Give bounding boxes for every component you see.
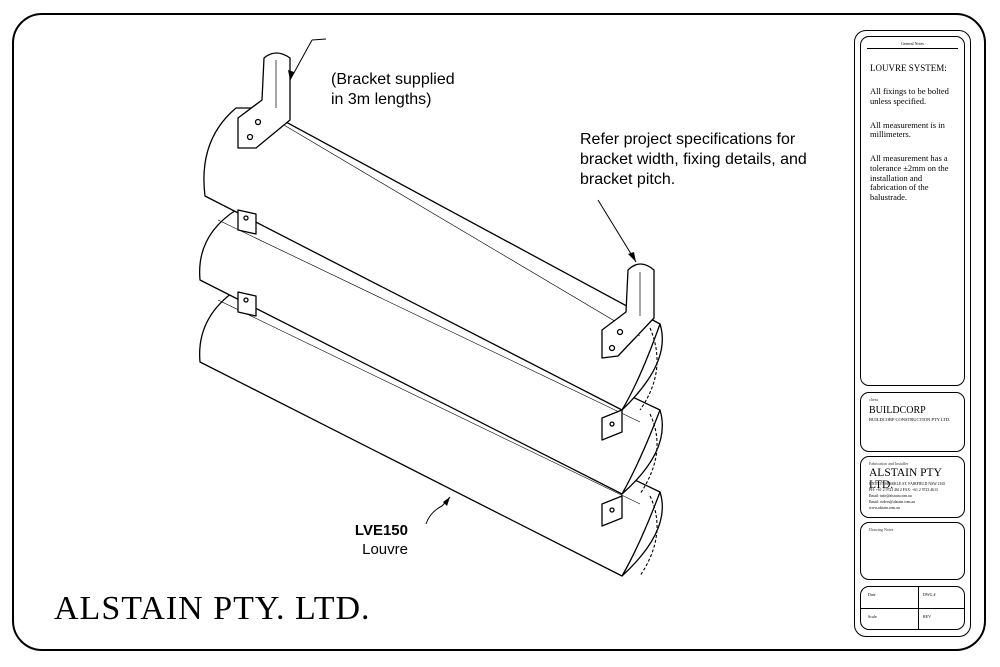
client-label: client [869, 397, 878, 402]
bracket-supply-callout: (Bracket supplied in 3m lengths) [331, 71, 455, 108]
client-box: client BUILDCORP BUILDCORP CONSTRUCTION … [860, 392, 965, 452]
company-phone: PH: +61 2 9723 4612 FAX: +61 2 9723 4613 [869, 488, 938, 492]
leader-lines [289, 38, 637, 525]
note-item: All fixings to be bolted unless specifie… [870, 86, 949, 106]
general-notes-box: General Notes LOUVRE SYSTEM: All fixings… [860, 36, 965, 386]
right-bracket [601, 263, 655, 359]
left-clips [237, 209, 257, 317]
right-clips [601, 409, 623, 527]
client-name: BUILDCORP [869, 405, 926, 416]
louvre-label: LVE150 Louvre [300, 522, 408, 560]
louvre-code: LVE150 [354, 522, 408, 539]
company-watermark: ALSTAIN PTY. LTD. [54, 590, 371, 627]
louvre-name: Louvre [362, 540, 408, 558]
company-address: UNIT 3/7 SPARKLE ST, FAIRFIELD NSW 2165 [869, 482, 946, 486]
notes-header: General Notes [867, 41, 958, 49]
refer-specs-callout: Refer project specifications for bracket… [580, 131, 807, 188]
drawing-notes-box: Drawing Notes [860, 522, 965, 580]
company-box: Fabrication and Installer ALSTAIN PTY LT… [860, 456, 965, 518]
company-email: Email: info@alstain.com.au [869, 494, 912, 498]
date-field: Date [868, 592, 876, 597]
left-bracket [237, 52, 291, 149]
footer-divider-v [918, 587, 919, 629]
note-item: All measurement is in millimeters. [870, 119, 945, 140]
footer-box: Date DWG # Scale REV [860, 586, 965, 630]
company-name: ALSTAIN PTY LTD. [869, 467, 942, 491]
title-block [854, 30, 971, 637]
system-title: LOUVRE SYSTEM: [870, 63, 947, 73]
footer-divider-h [861, 608, 964, 609]
company-website: www.alstain.com.au [869, 506, 900, 510]
company-label: Fabrication and Installer [869, 461, 909, 466]
louvre-blade-middle [198, 209, 663, 495]
louvre-blade-bottom [198, 289, 663, 577]
drawing-notes-label: Drawing Notes [869, 527, 894, 532]
blade-end-profiles [639, 327, 658, 577]
note-item: All measurement has a tolerance ±2mm on … [870, 153, 949, 203]
client-full-name: BUILDCORP CONSTRUCTION PTY LTD. [869, 417, 951, 422]
dwg-field: DWG # [923, 592, 936, 597]
scale-field: Scale [868, 614, 877, 619]
rev-field: REV [923, 614, 931, 619]
company-email-orders: Email: orders@alstain.com.au [869, 500, 915, 504]
